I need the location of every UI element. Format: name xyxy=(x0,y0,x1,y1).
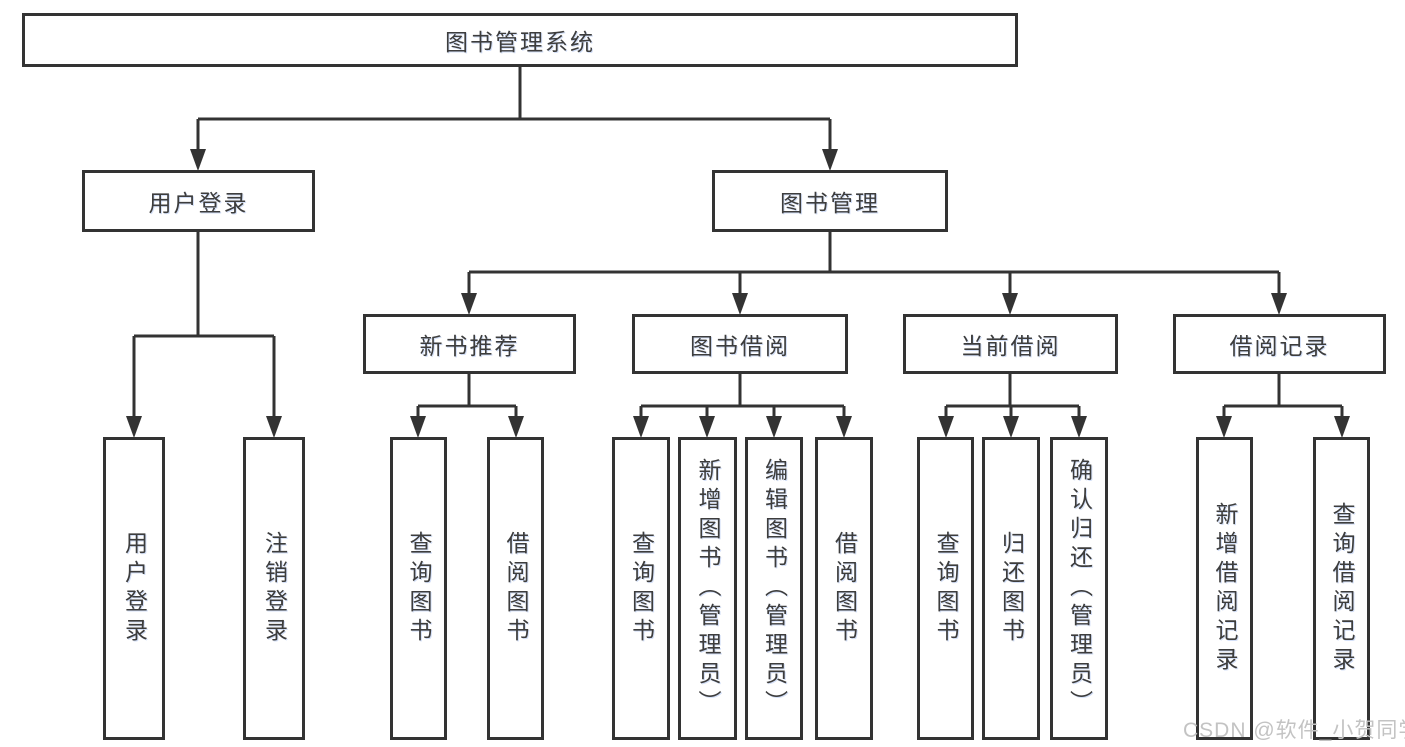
leaf-borrow-books-borrowing: 借阅图书 xyxy=(815,437,873,740)
leaf-return-books: 归还图书 xyxy=(982,437,1040,740)
leaf-label: 归还图书 xyxy=(998,530,1025,647)
leaf-query-books-current: 查询图书 xyxy=(917,437,974,740)
leaf-label: 借阅图书 xyxy=(831,530,858,647)
connector-current-borrowing-children xyxy=(938,374,1087,438)
leaf-borrow-books-newrec: 借阅图书 xyxy=(487,437,544,740)
leaf-label: 注销登录 xyxy=(261,530,288,647)
leaf-label: 编辑图书（管理员） xyxy=(761,458,788,719)
node-current-borrowing: 当前借阅 xyxy=(903,314,1118,374)
leaf-label: 借阅图书 xyxy=(503,530,529,647)
leaf-label: 查询借阅记录 xyxy=(1329,501,1355,676)
connector-user-login-children xyxy=(126,232,282,438)
connector-book-borrowing-children xyxy=(633,374,852,438)
connector-book-management-children xyxy=(461,232,1287,315)
node-new-book-recommend: 新书推荐 xyxy=(363,314,576,374)
leaf-label: 查询图书 xyxy=(933,530,959,647)
csdn-watermark: CSDN @软件_小贺同学 xyxy=(1183,719,1405,742)
leaf-query-books-newrec: 查询图书 xyxy=(390,437,447,740)
leaf-label: 查询图书 xyxy=(628,530,655,647)
leaf-user-login: 用户登录 xyxy=(103,437,165,740)
node-book-management: 图书管理 xyxy=(712,170,948,232)
leaf-logout: 注销登录 xyxy=(243,437,305,740)
node-user-login: 用户登录 xyxy=(82,170,315,232)
leaf-confirm-return-admin: 确认归还（管理员） xyxy=(1050,437,1108,740)
leaf-label: 确认归还（管理员） xyxy=(1066,458,1093,719)
node-borrowing-records: 借阅记录 xyxy=(1173,314,1386,374)
leaf-add-books-admin: 新增图书（管理员） xyxy=(678,437,737,740)
connector-new-book-recommend-children xyxy=(410,374,524,438)
leaf-add-borrow-record: 新增借阅记录 xyxy=(1196,437,1253,740)
leaf-query-borrow-record: 查询借阅记录 xyxy=(1313,437,1370,740)
connector-root-to-level2 xyxy=(190,67,838,171)
leaf-label: 用户登录 xyxy=(121,530,148,647)
leaf-label: 新增图书（管理员） xyxy=(695,458,721,719)
leaf-query-books-borrowing: 查询图书 xyxy=(612,437,670,740)
node-root-book-management-system: 图书管理系统 xyxy=(22,13,1018,67)
leaf-edit-books-admin: 编辑图书（管理员） xyxy=(745,437,803,740)
connector-borrowing-records-children xyxy=(1216,374,1350,438)
leaf-label: 新增借阅记录 xyxy=(1212,501,1238,676)
node-book-borrowing: 图书借阅 xyxy=(632,314,848,374)
leaf-label: 查询图书 xyxy=(406,530,432,647)
